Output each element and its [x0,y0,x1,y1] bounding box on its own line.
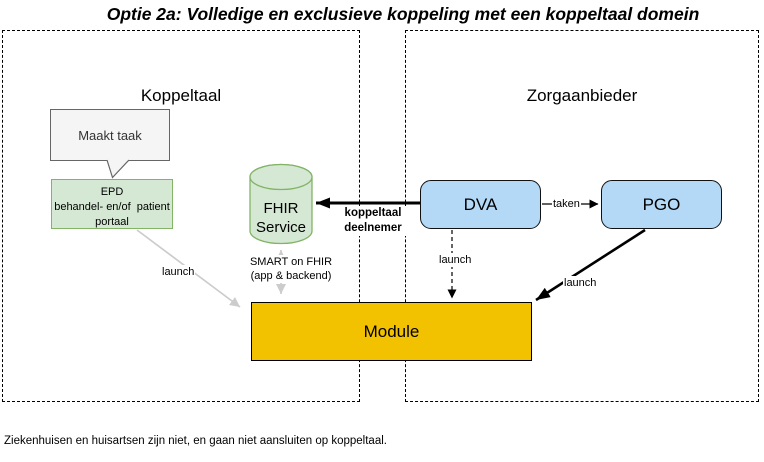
pgo-box: PGO [601,180,722,229]
edge-label-launch-epd: launch [161,265,196,279]
epd-label-line1: EPD [100,186,124,198]
edge-label-koppeltaal-deelnemer: koppeltaal deelnemer [337,206,409,236]
fhir-cylinder [249,163,313,245]
zorgaanbieder-region-label: Zorgaanbieder [526,86,638,105]
fhir-label-line2: Service [255,219,307,236]
edge-label-launch-pgo: launch [563,276,598,290]
module-label: Module [363,321,420,341]
footnote: Ziekenhuisen en huisartsen zijn niet, en… [4,435,387,447]
dva-box: DVA [420,180,541,229]
edge-label-taken: taken [552,197,581,211]
edge-label-smart-on-fhir: SMART on FHIR (app & backend) [240,255,342,283]
epd-box: EPD behandel- en/of patient portaal [51,179,173,229]
fhir-service-label: FHIR Service [250,199,312,237]
epd-label-line3: portaal [95,216,129,228]
koppeltaal-region-label: Koppeltaal [140,86,222,105]
diagram-title: Optie 2a: Volledige en exclusieve koppel… [106,4,700,24]
note-bubble-tail [106,159,130,179]
module-box: Module [251,302,532,361]
pgo-label: PGO [642,194,681,214]
fhir-label-line1: FHIR [263,200,299,217]
arrow-pgo-module [535,228,646,302]
note-label: Maakt taak [78,127,142,143]
edge-label-launch-dva: launch [438,253,473,267]
dva-label: DVA [463,194,498,214]
epd-label-line2: behandel- en/of patient [54,201,170,213]
